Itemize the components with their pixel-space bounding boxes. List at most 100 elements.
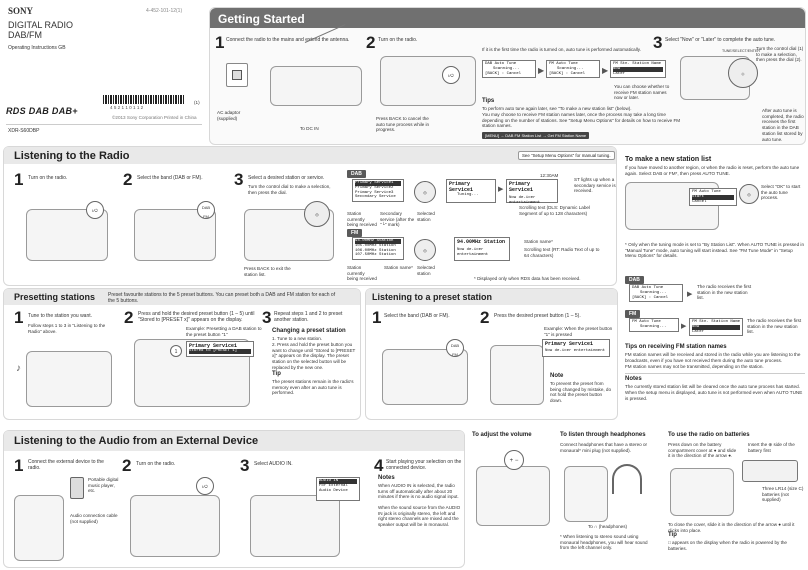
barcode [103, 95, 185, 104]
lcd-line: 105.00MHz Station [355, 243, 396, 248]
dab-label: DAB [347, 170, 366, 178]
dial-instructions: Turn the control dial (1) to make a sele… [756, 46, 804, 63]
section-title: To adjust the volume [472, 432, 532, 438]
brand-logo: SONY [8, 6, 34, 16]
tip-item: You may choose to receive FM station nam… [482, 112, 681, 129]
note-item: The currently stored station list will b… [625, 384, 800, 389]
change-step: 1. Tune to a new station. [272, 336, 323, 341]
headphones-panel: To listen through headphones Connect hea… [558, 430, 662, 568]
step-number: 2 [124, 308, 134, 327]
dab-result-caption: The radio receives the first station in … [697, 284, 752, 301]
section-title: To listen through headphones [560, 432, 646, 438]
divider [625, 373, 805, 374]
step-number: 3 [234, 170, 244, 189]
preset-listen-panel: Listening to a preset station 1 Select t… [365, 288, 618, 420]
lcd-line: FM Auto Tune [632, 320, 661, 324]
lcd-dab-tuning: Primary Service1 Tuning... [446, 179, 496, 203]
doc-title-2: DAB/FM [8, 30, 43, 40]
batteries-text: Press down on the battery compartment co… [668, 442, 737, 459]
close-cover-caption: To close the cover, slide it in the dire… [668, 522, 795, 533]
caption: Secondary service (after the "└" mark) [380, 211, 415, 228]
step-text: Select "Now" or "Later" to complete the … [665, 37, 776, 43]
lcd-line: Cancel [692, 199, 707, 204]
step-text: Press and hold the desired preset button… [138, 311, 255, 324]
example-caption: Example: Presetting a DAB station to the… [186, 326, 262, 337]
format-logos: RDS DAB DAB+ [6, 106, 78, 116]
doc-subtitle: Operating Instructions GB [8, 45, 66, 51]
lcd-line: 107.50MHz Station [355, 253, 396, 258]
insert-caption: Insert the ⊕ side of the battery first [748, 442, 795, 453]
lcd-line: Now [692, 324, 740, 330]
ac-plug [232, 70, 242, 80]
section-title: Listening to the Audio from an External … [14, 435, 259, 447]
scrolling-text-caption: Scrolling text (RT: Radio Text of up to … [524, 247, 600, 258]
headphones-icon [612, 464, 642, 494]
fm-label: FM [347, 229, 363, 237]
preset-button-icon: 1 [170, 345, 182, 357]
step-text: Turn on the radio. [378, 37, 418, 43]
lcd-line: Primary Service1 [189, 343, 238, 349]
step-text: Select a desired station or service. [248, 175, 325, 181]
lcd-line: Scanning... [640, 290, 667, 295]
lcd-auto-tune-start: FM Auto Tune Start Cancel [689, 188, 737, 207]
radio-illustration [14, 495, 64, 561]
caption: Station currently being received [347, 211, 377, 228]
step-number: 2 [122, 456, 132, 475]
caption: Selected station [417, 265, 435, 276]
step-text: Select AUDIO IN. [254, 461, 293, 467]
section-title: Listening to a preset station [372, 292, 493, 302]
section-title: Getting Started [210, 8, 805, 28]
lcd-line: Primary Service1 [355, 181, 401, 186]
music-note-icon: ♪ [16, 363, 21, 374]
lcd-line: [BACK] : Cancel [549, 71, 586, 76]
caption: Station currently being received [347, 265, 377, 282]
tune-select-dial-icon: ◎ [739, 184, 759, 204]
intro-text: If you have moved to another region, or … [625, 165, 800, 176]
radio-illustration [244, 209, 334, 261]
lcd-line: FM Auto Tune [549, 62, 578, 66]
presetting-panel: Presetting stations Preset favourite sta… [3, 288, 361, 420]
tune-select-dial-icon: ◎ [304, 201, 330, 227]
tip-item: FM station names may not be transmitted,… [625, 364, 764, 369]
lcd-line: Now [613, 66, 663, 72]
section-title: To make a new station list [625, 156, 712, 163]
rds-footnote: * Displayed only when RDS data has been … [474, 276, 581, 281]
fm-label: FM [625, 310, 641, 318]
doc-code: 4-452-101-12(1) [146, 8, 183, 14]
lcd-line: Stored to [PRESET 1] [189, 349, 251, 354]
tune-select-dial-icon: ◎ [728, 58, 758, 88]
lcd-line: Primary Service2 [355, 185, 394, 190]
lcd-line: FM Auto Tune [692, 190, 721, 194]
lcd-line: Primary Service3 [355, 190, 394, 195]
step-text: Start playing your selection on the conn… [386, 459, 462, 472]
lcd-fm-auto-tune: FM Auto Tune Scanning... [629, 318, 679, 332]
external-device-panel: Listening to the Audio from an External … [3, 430, 465, 568]
note-item: When the sound source from the AUDIO IN … [378, 505, 461, 528]
clock-display: 12:30AM [540, 173, 559, 178]
lcd-line: Later [692, 329, 705, 334]
back-caption: Press BACK to exit the station list. [244, 266, 291, 277]
tips-title: Tips on receiving FM station names [625, 344, 727, 350]
tip-text: □ appears on the display when the radio … [668, 540, 787, 551]
choose-caption: You can choose whether to receive FM sta… [614, 84, 670, 101]
section-header [4, 431, 464, 451]
lcd-line: Scanning... [557, 66, 584, 71]
lcd-line: Secondary Service [355, 195, 396, 200]
radio-illustration [490, 345, 544, 405]
step-number: 1 [14, 308, 24, 327]
lcd-line: [BACK] : Cancel [632, 295, 669, 300]
radio-illustration [130, 495, 220, 557]
doc-title-1: DIGITAL RADIO [8, 20, 74, 30]
lcd-line: Primary Service1 [449, 181, 474, 193]
volume-button-icon: + − [504, 450, 524, 470]
lcd-line: Primary Service1 [509, 181, 534, 193]
setup-reference: See "Setup Menu Options" for manual tuni… [518, 151, 615, 160]
section-header [4, 289, 360, 305]
select-ok-caption: Select "OK" to start the auto tune proce… [761, 184, 801, 201]
step-number: 1 [14, 170, 24, 189]
barcode-suffix: (1) [194, 100, 200, 105]
tune-select-dial-icon: ◎ [414, 181, 436, 203]
notes-title: Notes [625, 376, 642, 382]
lcd-line: Now de-icer entertainment [509, 196, 541, 205]
